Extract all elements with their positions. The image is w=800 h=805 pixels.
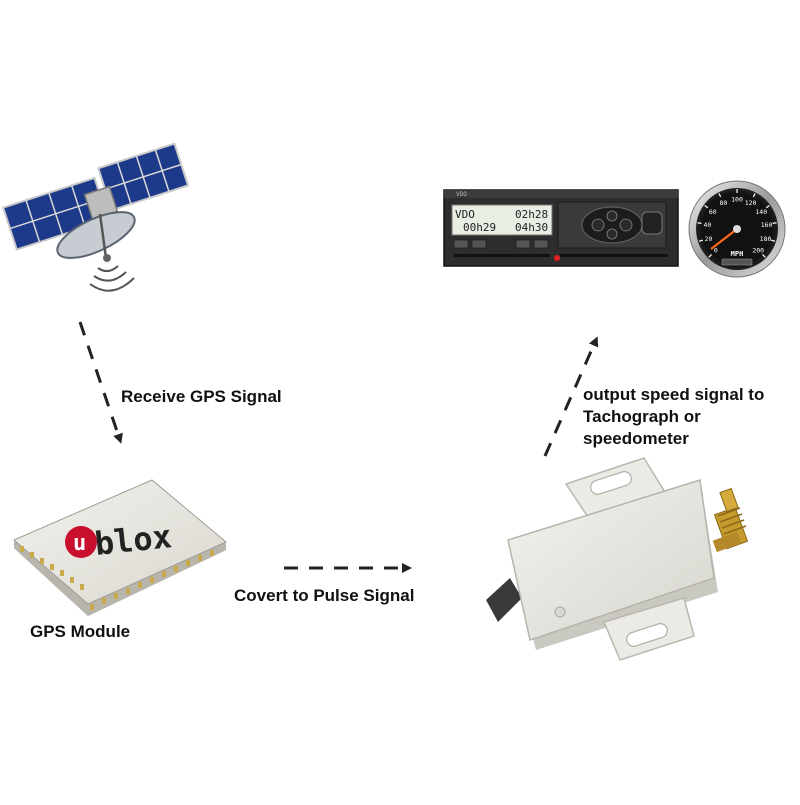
speedometer-tick-label: 80 [719, 199, 727, 207]
module-brand-initial: u [73, 531, 86, 556]
speedometer-tick-label: 100 [731, 196, 743, 204]
speedometer-tick-label: 40 [703, 221, 711, 229]
output-label-line1: output speed signal to [583, 385, 765, 404]
tachograph-button[interactable] [533, 239, 549, 249]
speedometer-tick-mark [765, 205, 770, 209]
tachograph-eject-button[interactable] [641, 211, 663, 235]
ublox-logo-icon [65, 526, 97, 558]
speedometer-tick-label: 160 [761, 221, 773, 229]
speedometer-tick-mark [718, 193, 722, 198]
speedometer-tick-label: 180 [760, 235, 772, 243]
tachograph-button[interactable] [453, 239, 469, 249]
speedometer-tick-mark [771, 239, 776, 242]
speedometer-tick-mark [762, 254, 766, 258]
tachograph-led-icon [554, 255, 560, 261]
satellite-icon [1, 142, 190, 292]
tachograph-display [451, 204, 553, 236]
speedometer-tick-label: 200 [752, 247, 764, 255]
display-row2-left: 00h29 [463, 221, 496, 234]
converter-box-image [486, 457, 749, 661]
speedometer-tick-mark [704, 205, 709, 209]
speedometer-tick-label: 60 [709, 208, 717, 216]
speedometer-tick-mark [698, 239, 703, 242]
tachograph-button[interactable] [515, 239, 531, 249]
antenna-connector-icon [712, 487, 749, 553]
speedometer-tick-label: 140 [755, 208, 767, 216]
speedometer-tick-label: 20 [705, 235, 713, 243]
display-row1-right: 02h28 [515, 208, 548, 221]
display-row2-right: 04h30 [515, 221, 548, 234]
gps-module-label: GPS Module [30, 622, 131, 641]
receive-gps-signal-label: Receive GPS Signal [121, 387, 282, 406]
speedometer-tick-mark [772, 222, 777, 224]
speedometer-unit: MPH [731, 250, 744, 258]
output-label-line2: Tachograph or [583, 407, 701, 426]
speedometer-tick-mark [752, 193, 756, 198]
display-row1-left: VDO [455, 208, 475, 221]
speedometer-tick-label: 120 [745, 199, 757, 207]
tachograph-button[interactable] [471, 239, 487, 249]
convert-pulse-signal-label: Covert to Pulse Signal [234, 586, 415, 605]
tachograph-brand: VDO [456, 191, 467, 198]
gps-module-image: u blox [13, 479, 227, 616]
output-label-line3: speedometer [583, 429, 689, 448]
tachograph-image: VDO VDO 02h28 00h29 04h30 [443, 189, 679, 267]
speedometer-needle [710, 228, 738, 250]
module-brand-text: blox [93, 517, 174, 563]
speedometer-tick-label: 0 [714, 247, 718, 255]
arrow-output [543, 336, 599, 457]
speedometer-tick-mark [697, 222, 702, 224]
output-speed-signal-label: output speed signal to Tachograph or spe… [583, 384, 764, 450]
arrow-receive [78, 321, 123, 444]
speedometer-tick-mark [708, 254, 712, 258]
